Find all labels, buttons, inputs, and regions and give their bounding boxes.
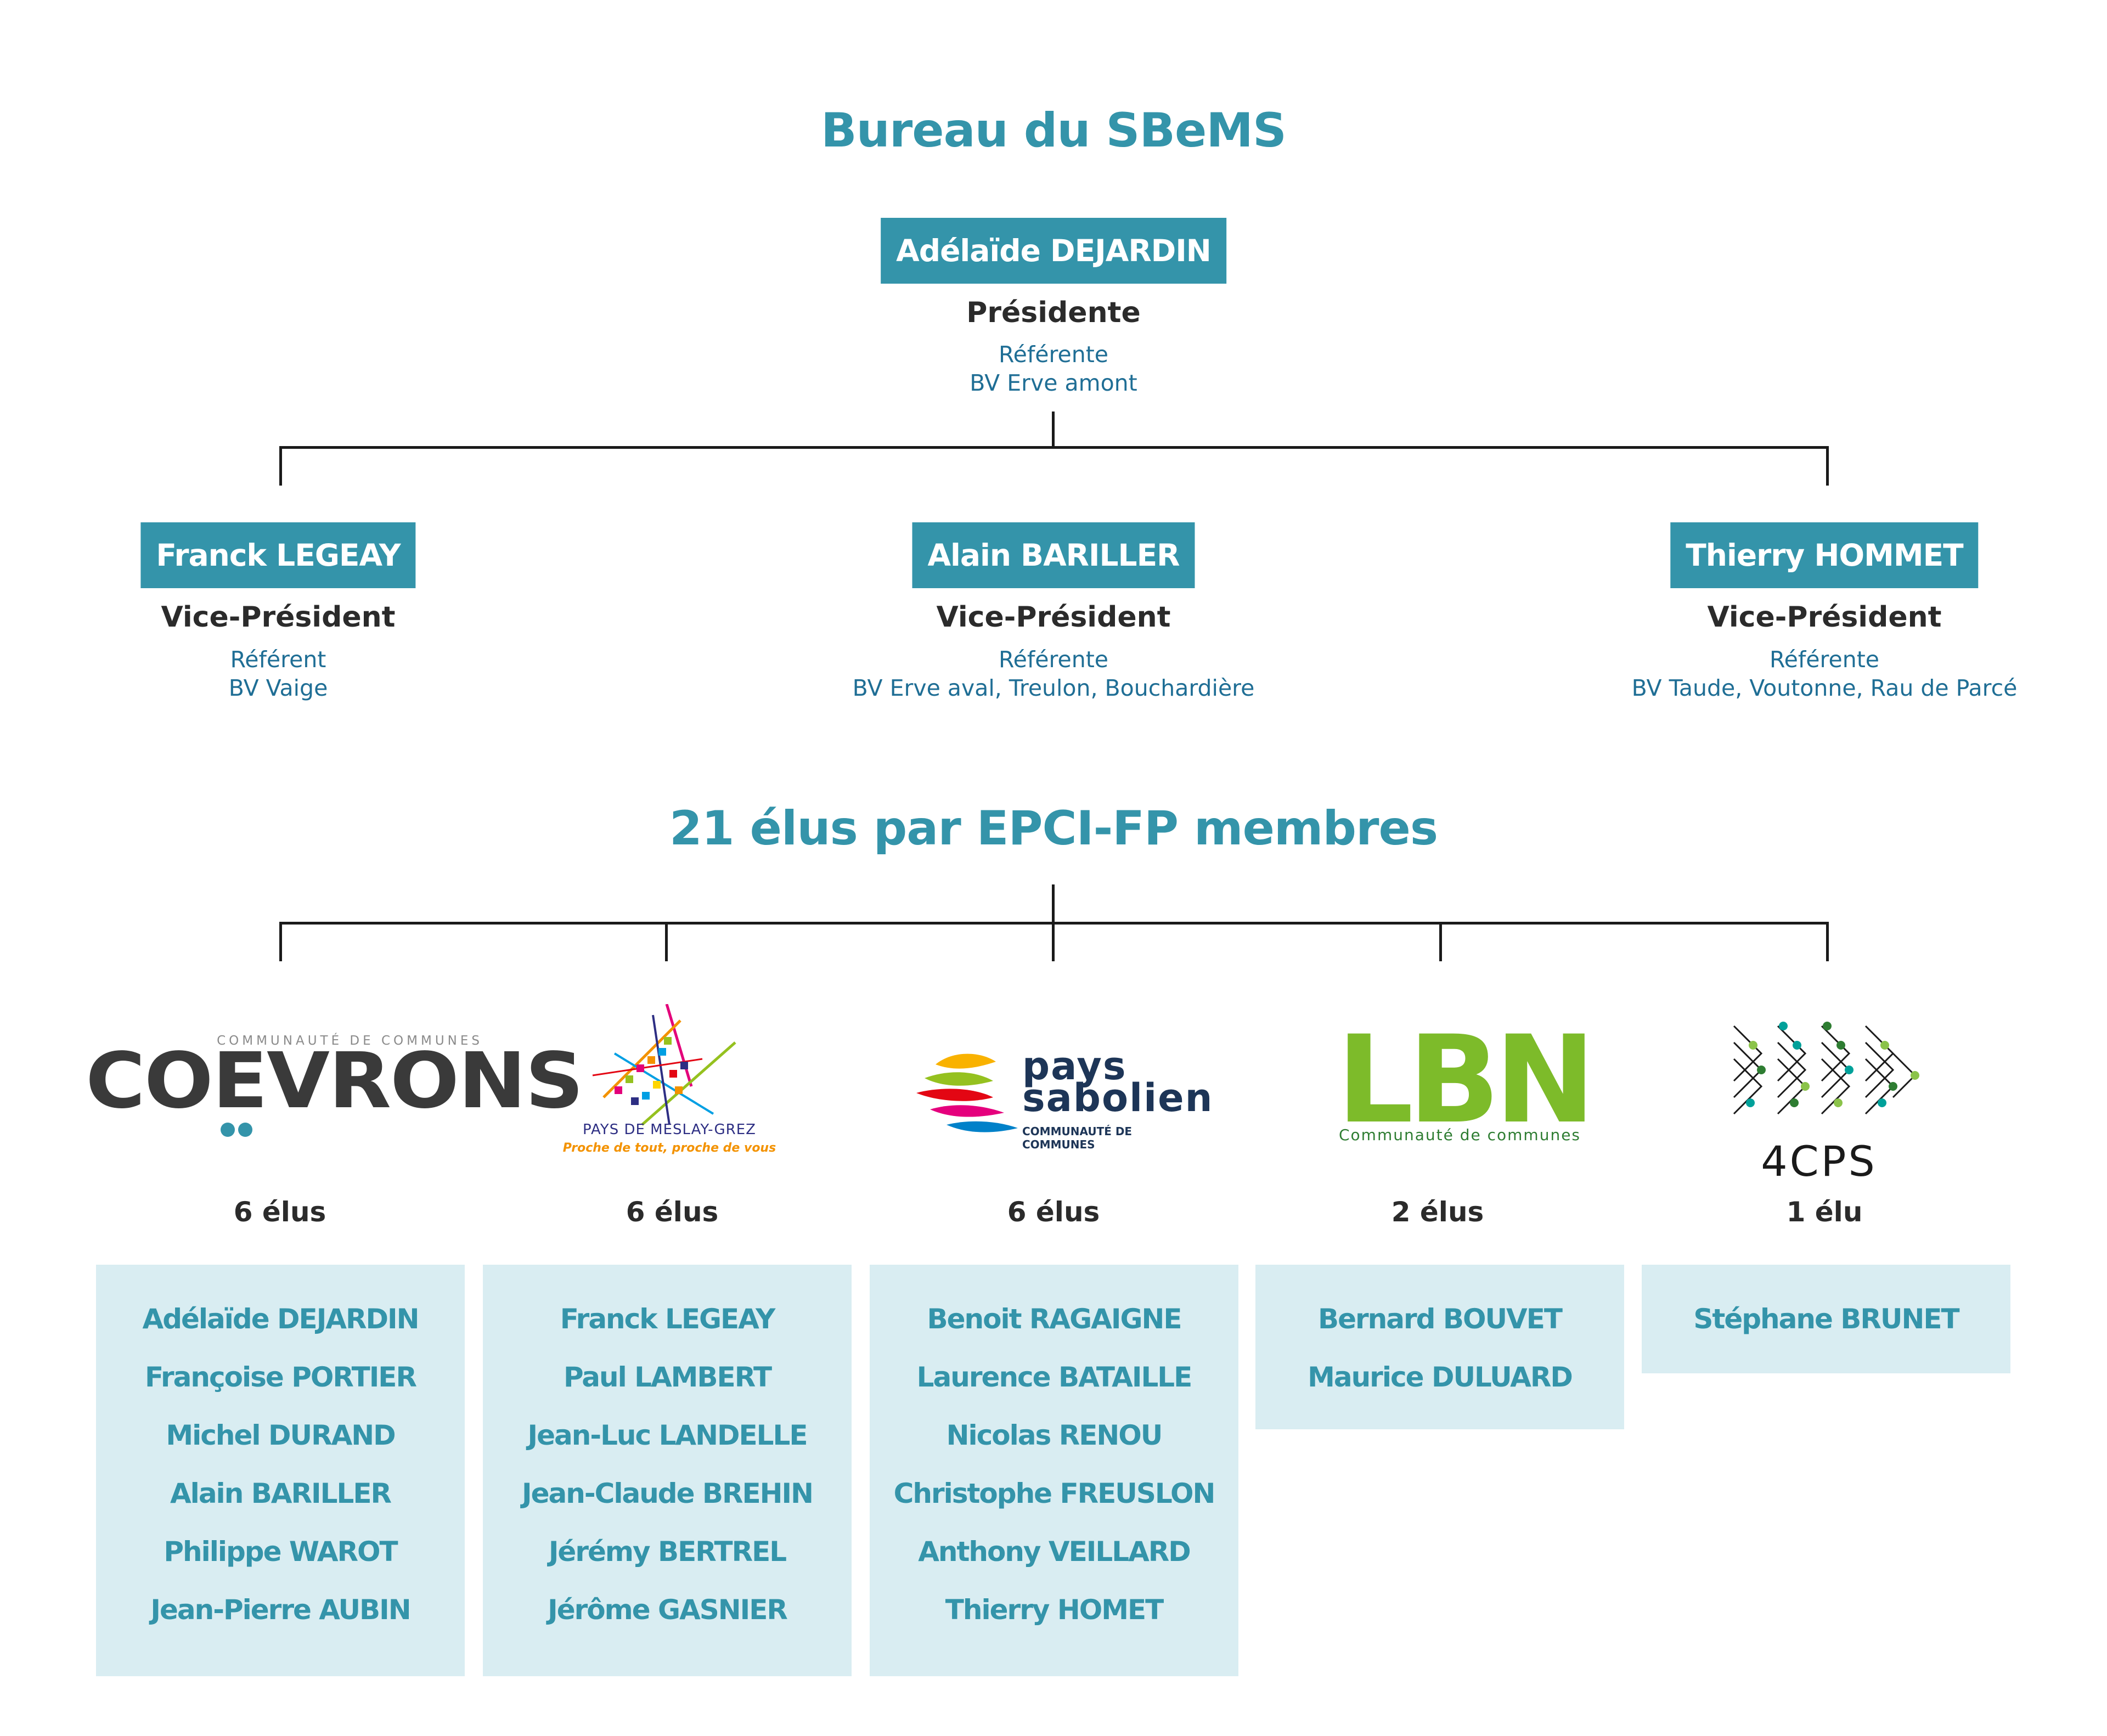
president-referent-area: BV Erve amont — [970, 370, 1137, 396]
4cps-logo: 4CPS — [1728, 1021, 1926, 1186]
vp-referent-label-3: Référente — [1770, 646, 1879, 673]
meslay-gree-logo-subtext: Proche de tout, proche de vous — [562, 1141, 776, 1155]
connector-epci1-drop — [279, 922, 282, 961]
pays-sabolien-logo: pays sabolien COMMUNAUTÉ DE COMMUNES — [914, 1044, 1212, 1151]
vp-name-box-1: Franck LEGEAY — [140, 522, 416, 588]
epci-count-2: 6 élus — [626, 1196, 719, 1228]
connector-bureau-horizontal — [279, 446, 1829, 449]
member-name: Michel DURAND — [166, 1419, 396, 1451]
member-name: Paul LAMBERT — [563, 1361, 772, 1393]
connector-epci4-drop — [1439, 922, 1442, 961]
pays-sabolien-logo-subtext: COMMUNAUTÉ DE COMMUNES — [1022, 1125, 1133, 1151]
member-name: Alain BARILLER — [170, 1478, 392, 1509]
epci-members-box-3: Benoit RAGAIGNE Laurence BATAILLE Nicola… — [870, 1265, 1238, 1676]
pays-sabolien-graphic — [916, 1053, 1018, 1132]
president-referent-label: Référente — [999, 341, 1108, 368]
coevrons-dot-2 — [238, 1123, 252, 1137]
connector-vp3-drop — [1826, 446, 1829, 486]
vp-name-box-2: Alain BARILLER — [912, 522, 1195, 588]
member-name: Jean-Claude BREHIN — [522, 1478, 814, 1509]
connector-vp1-drop — [279, 446, 282, 486]
vp-referent-area-2: BV Erve aval, Treulon, Bouchardière — [852, 675, 1255, 701]
lbn-logo-text: LBN — [1337, 1010, 1596, 1150]
lbn-logo: LBN Communauté de communes — [1333, 1019, 1596, 1147]
members-title: 21 élus par EPCI-FP membres — [669, 801, 1438, 856]
connector-epci5-drop — [1826, 922, 1829, 961]
4cps-logo-text: 4CPS — [1761, 1137, 1877, 1186]
coevrons-dot-1 — [221, 1123, 235, 1137]
vp-role-1: Vice-Président — [161, 601, 396, 634]
vp-referent-label-1: Référent — [230, 646, 326, 673]
lbn-logo-subtext: Communauté de communes — [1339, 1126, 1581, 1144]
member-name: Philippe WAROT — [164, 1536, 398, 1568]
page-title: Bureau du SBeMS — [821, 103, 1287, 158]
epci-members-box-1: Adélaïde DEJARDIN Françoise PORTIER Mich… — [96, 1265, 465, 1676]
meslay-gree-logo: PAYS DE MESLAY-GREZ Proche de tout, proc… — [563, 1004, 776, 1169]
epci-members-box-2: Franck LEGEAY Paul LAMBERT Jean-Luc LAND… — [483, 1265, 852, 1676]
vp-referent-label-2: Référente — [999, 646, 1108, 673]
epci-count-3: 6 élus — [1007, 1196, 1100, 1228]
meslay-gree-graphic — [592, 1004, 736, 1126]
connector-president-stem — [1052, 412, 1055, 448]
vp-referent-area-3: BV Taude, Voutonne, Rau de Parcé — [1631, 675, 2018, 701]
member-name: Adélaïde DEJARDIN — [142, 1303, 420, 1335]
member-name: Christophe FREUSLON — [893, 1478, 1216, 1509]
member-name: Françoise PORTIER — [145, 1361, 417, 1393]
president-role: Présidente — [966, 296, 1141, 329]
member-name: Maurice DULUARD — [1308, 1361, 1573, 1393]
epci-count-5: 1 élu — [1786, 1196, 1863, 1228]
coevrons-logo-subtext: COMMUNAUTÉ DE COMMUNES — [217, 1034, 483, 1048]
pays-sabolien-logo-text-line1: pays — [1022, 1044, 1127, 1089]
vp-name-box-3: Thierry HOMMET — [1670, 522, 1979, 588]
meslay-gree-logo-text: PAYS DE MESLAY-GREZ — [583, 1121, 756, 1138]
coevrons-logo-text: COEVRONS — [86, 1036, 584, 1126]
member-name: Nicolas RENOU — [946, 1419, 1163, 1451]
member-name: Jérôme GASNIER — [548, 1594, 788, 1626]
president-name-box: Adélaïde DEJARDIN — [881, 218, 1226, 284]
vp-referent-area-1: BV Vaige — [228, 675, 328, 701]
vp-role-3: Vice-Président — [1707, 601, 1942, 634]
4cps-graphic — [1733, 1022, 1919, 1115]
member-name: Anthony VEILLARD — [918, 1536, 1191, 1568]
epci-count-1: 6 élus — [233, 1196, 326, 1228]
member-name: Jean-Pierre AUBIN — [150, 1594, 411, 1626]
epci-members-box-4: Bernard BOUVET Maurice DULUARD — [1255, 1265, 1624, 1429]
member-name: Bernard BOUVET — [1317, 1303, 1563, 1335]
member-name: Laurence BATAILLE — [916, 1361, 1193, 1393]
member-name: Thierry HOMET — [945, 1594, 1164, 1626]
epci-members-box-5: Stéphane BRUNET — [1642, 1265, 2010, 1373]
member-name: Benoit RAGAIGNE — [927, 1303, 1182, 1335]
member-name: Franck LEGEAY — [560, 1303, 776, 1335]
member-name: Jean-Luc LANDELLE — [527, 1419, 808, 1451]
vp-role-2: Vice-Président — [936, 601, 1171, 634]
connector-epci2-drop — [665, 922, 668, 961]
member-name: Stéphane BRUNET — [1693, 1303, 1959, 1335]
connector-members-horizontal — [279, 922, 1829, 925]
coevrons-logo: COMMUNAUTÉ DE COMMUNES COEVRONS — [82, 1032, 584, 1141]
epci-count-4: 2 élus — [1391, 1196, 1484, 1228]
member-name: Jérémy BERTREL — [548, 1536, 787, 1568]
pays-sabolien-logo-text-line2: sabolien — [1022, 1075, 1214, 1120]
